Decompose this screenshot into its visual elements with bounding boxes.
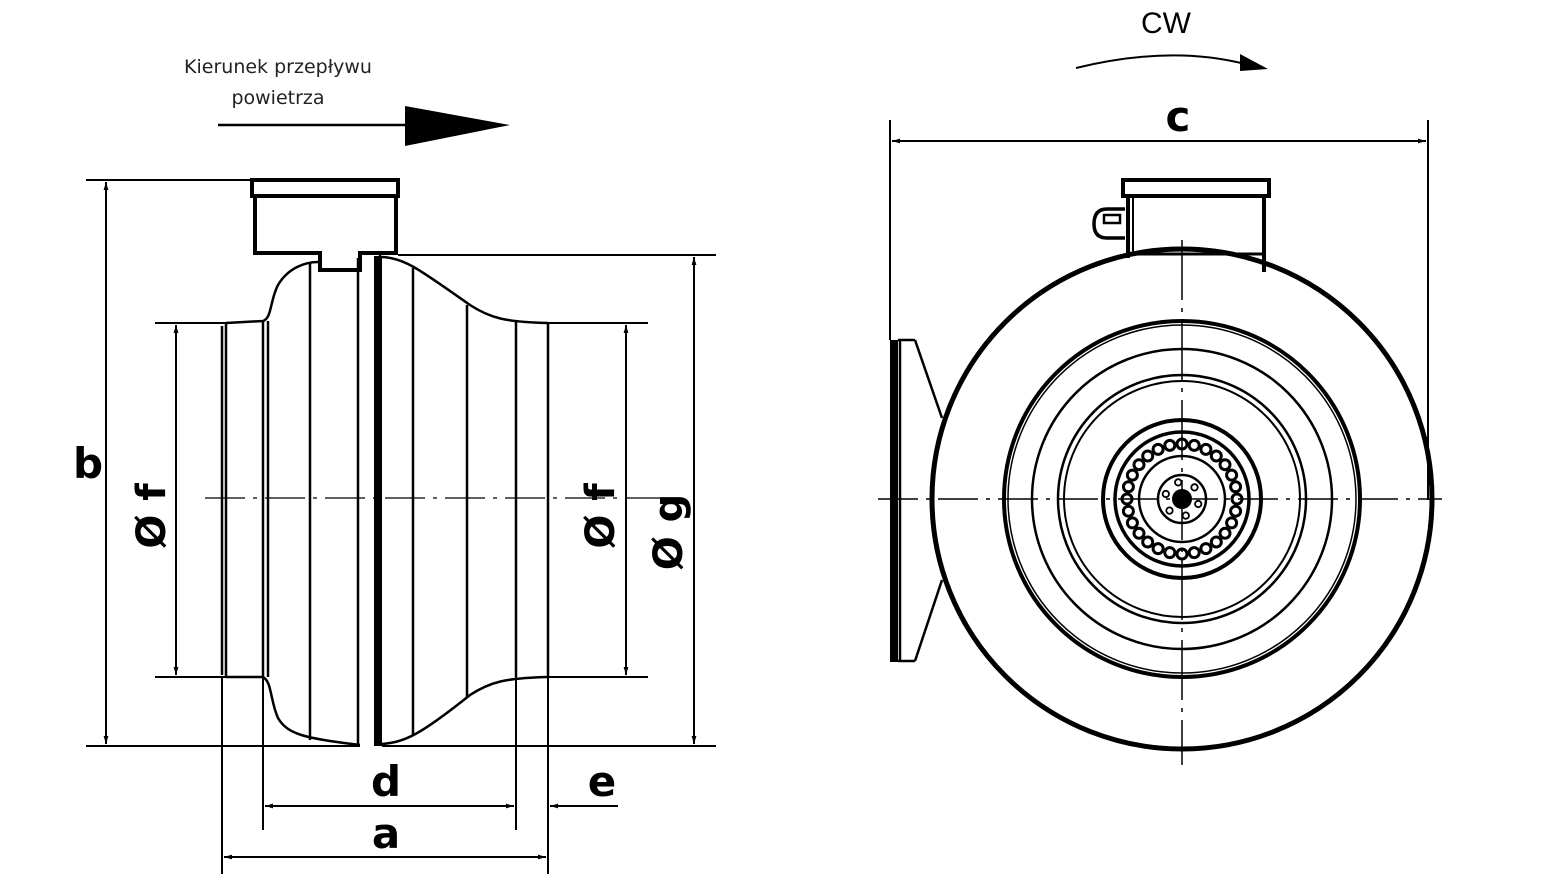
mounting-bracket [890, 338, 944, 663]
vent-hole [1187, 438, 1201, 452]
label-d: d [371, 757, 401, 806]
vent-hole [1125, 468, 1139, 482]
rotation-arrow-icon [1075, 54, 1268, 71]
flow-arrow-icon [218, 106, 510, 146]
vent-hole [1141, 449, 1155, 463]
vent-hole [1125, 516, 1139, 530]
bolt-hole [1194, 499, 1203, 509]
front-view [878, 54, 1442, 765]
dimension-c [889, 120, 1429, 500]
cooling-vents [1120, 437, 1244, 561]
label-a: a [372, 809, 400, 858]
label-e: e [588, 757, 617, 806]
vent-hole [1199, 442, 1213, 456]
flow-direction-line2: powietrza [231, 87, 324, 109]
vent-hole [1121, 480, 1135, 494]
vent-hole [1209, 449, 1223, 463]
vent-hole [1121, 504, 1135, 518]
vent-hole [1218, 526, 1232, 540]
vent-hole [1151, 442, 1165, 456]
bolt-hole [1165, 506, 1174, 515]
junction-box [250, 178, 400, 272]
label-g: Ø g [646, 494, 692, 571]
flow-direction-line1: Kierunek przepływu [184, 56, 372, 78]
dimension-f-left [155, 322, 226, 678]
label-b: b [73, 439, 103, 488]
vent-hole [1163, 438, 1177, 452]
vent-hole [1225, 468, 1239, 482]
bolt-hole [1161, 489, 1170, 499]
bolt-hole [1174, 478, 1183, 487]
vent-hole [1229, 480, 1243, 494]
dimension-a [221, 677, 549, 874]
housing-top-outline [225, 255, 549, 325]
vent-hole [1132, 526, 1146, 540]
vent-hole [1199, 542, 1213, 556]
vent-hole [1141, 535, 1155, 549]
hub-bolts [1161, 478, 1203, 520]
vent-hole [1225, 516, 1239, 530]
housing-bottom-outline [226, 675, 549, 747]
center-flange [374, 256, 382, 746]
label-f-right: Ø f [578, 483, 624, 549]
vent-hole [1229, 504, 1243, 518]
rotation-label: CW [1141, 7, 1192, 40]
label-c: c [1166, 92, 1191, 141]
bolt-hole [1181, 511, 1190, 520]
housing-sections [220, 255, 550, 746]
bolt-hole [1190, 483, 1199, 492]
dimension-f-right [548, 322, 648, 678]
vent-hole [1218, 458, 1232, 472]
vent-hole [1209, 535, 1223, 549]
label-f-left: Ø f [129, 483, 175, 549]
vent-hole [1151, 542, 1165, 556]
vent-hole [1187, 546, 1201, 560]
vent-hole [1132, 458, 1146, 472]
vent-hole [1163, 546, 1177, 560]
dimension-d [262, 677, 517, 830]
side-view [86, 106, 716, 874]
